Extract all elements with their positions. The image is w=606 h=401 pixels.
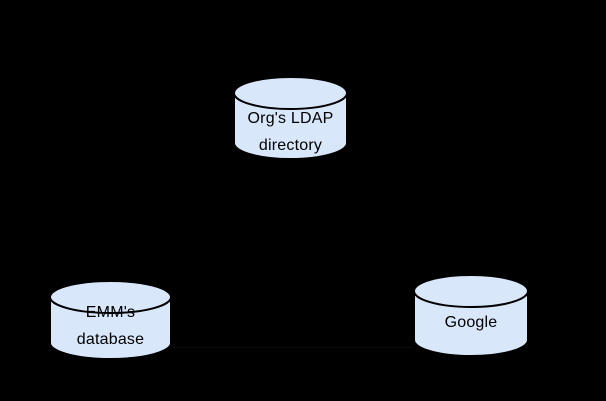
db-cylinder-google: Google	[412, 273, 530, 358]
db-cylinder-emm-database: EMM's database	[48, 279, 173, 361]
db-cylinder-ldap-directory: Org's LDAP directory	[232, 75, 349, 161]
database-cylinder-icon	[49, 280, 172, 360]
faint-connector-line	[173, 347, 412, 348]
database-cylinder-icon	[233, 76, 348, 160]
database-cylinder-icon	[413, 274, 529, 357]
